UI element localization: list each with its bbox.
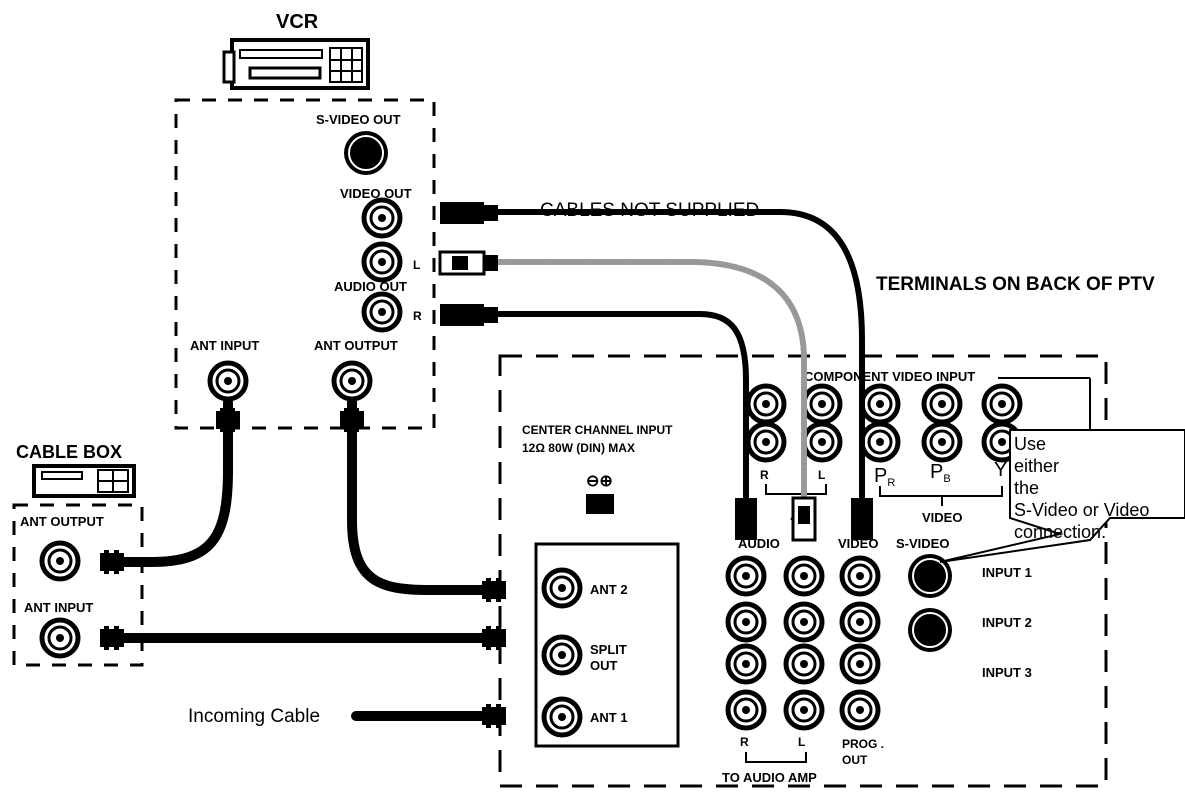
vcr-device-icon bbox=[222, 38, 370, 90]
vcr-audio-l-label: L bbox=[413, 258, 420, 272]
cable-box-ant-input-label: ANT INPUT bbox=[24, 600, 93, 615]
incoming-cable-label: Incoming Cable bbox=[188, 706, 320, 727]
cable-box-ant-input-jack bbox=[42, 620, 78, 656]
vcr-s-video-out-label: S-VIDEO OUT bbox=[316, 112, 401, 127]
ptv-input2-video-jack bbox=[842, 604, 878, 640]
cable-box-ant-output-jack bbox=[42, 543, 78, 579]
ptv-input3-audio-l-jack bbox=[786, 646, 822, 682]
cable-box-ant-output-label: ANT OUTPUT bbox=[20, 514, 104, 529]
ptv-input2-label: INPUT 2 bbox=[982, 615, 1032, 630]
cable-box-device-icon bbox=[32, 464, 136, 498]
ptv-pb-jack bbox=[924, 424, 960, 460]
ptv-out-audio-r-jack bbox=[728, 692, 764, 728]
callout-bubble bbox=[939, 429, 1185, 563]
ptv-input1-audio-r-jack bbox=[728, 558, 764, 594]
ptv-pb-top-jack bbox=[924, 386, 960, 422]
ptv-pr-jack bbox=[862, 424, 898, 460]
ptv-input1-audio-l-jack bbox=[786, 558, 822, 594]
prog-label: PROG . bbox=[842, 737, 884, 751]
ptv-out-audio-l-jack bbox=[786, 692, 822, 728]
ptv-pr-top-jack bbox=[862, 386, 898, 422]
ptv-pr-label: PR bbox=[874, 465, 895, 489]
center-channel-spec: 12Ω 80W (DIN) MAX bbox=[522, 441, 635, 455]
vcr-s-video-out-jack bbox=[343, 130, 389, 176]
prog-out-label: OUT bbox=[842, 753, 868, 767]
callout-line-2: S-Video or Video bbox=[1014, 500, 1150, 520]
ptv-audio-l-top-jack bbox=[804, 386, 840, 422]
vcr-audio-r-label: R bbox=[413, 309, 422, 323]
ptv-pb-label: PB bbox=[930, 461, 951, 485]
ptv-audio-r-top-jack bbox=[748, 386, 784, 422]
ptv-ant1-jack bbox=[544, 699, 580, 735]
ptv-audio-r-jack bbox=[748, 424, 784, 460]
ptv-input1-label: INPUT 1 bbox=[982, 565, 1032, 580]
ptv-input2-audio-r-jack bbox=[728, 604, 764, 640]
cable-box-back-panel bbox=[12, 503, 144, 667]
av-cables bbox=[491, 209, 865, 503]
vcr-ant-input-label: ANT INPUT bbox=[190, 338, 259, 353]
vcr-ant-input-jack bbox=[210, 363, 246, 399]
vcr-title: VCR bbox=[276, 11, 319, 33]
vcr-video-out-label: VIDEO OUT bbox=[340, 186, 412, 201]
coax-cables bbox=[113, 397, 495, 721]
center-channel-input-label: CENTER CHANNEL INPUT bbox=[522, 423, 673, 437]
ptv-prog-out-jack bbox=[842, 692, 878, 728]
component-video-input-label: COMPONENT VIDEO INPUT bbox=[804, 369, 975, 384]
ptv-input2-s-video-jack bbox=[907, 607, 953, 653]
cable-box-title: CABLE BOX bbox=[16, 442, 122, 462]
vcr-back-panel bbox=[174, 98, 436, 430]
speaker-terminal-icon bbox=[586, 494, 614, 514]
ptv-ant1-label: ANT 1 bbox=[590, 710, 628, 725]
ptv-input3-audio-r-jack bbox=[728, 646, 764, 682]
ptv-audio-l-jack bbox=[804, 424, 840, 460]
ptv-bottom-l-label: L bbox=[798, 735, 805, 749]
vcr-audio-l-jack bbox=[364, 244, 400, 280]
vcr-video-out-jack bbox=[364, 200, 400, 236]
ptv-input2-audio-l-jack bbox=[786, 604, 822, 640]
ptv-input1-video-jack bbox=[842, 558, 878, 594]
ptv-bottom-r-label: R bbox=[740, 735, 749, 749]
callout-line-3: connection. bbox=[1014, 522, 1107, 542]
ptv-input3-label: INPUT 3 bbox=[982, 665, 1032, 680]
callout-text: Use either the S-Video or Video connecti… bbox=[1014, 433, 1182, 543]
ptv-video-group-label: VIDEO bbox=[922, 510, 962, 525]
ptv-input3-video-jack bbox=[842, 646, 878, 682]
ptv-r-label: R bbox=[760, 468, 769, 482]
callout-line-1: Use either the bbox=[1014, 434, 1060, 498]
rca-plugs-vcr bbox=[438, 202, 498, 326]
ptv-s-video-column-label: S-VIDEO bbox=[896, 536, 949, 551]
vcr-ant-output-label: ANT OUTPUT bbox=[314, 338, 398, 353]
vcr-audio-r-jack bbox=[364, 294, 400, 330]
ptv-split-label: SPLIT bbox=[590, 642, 627, 657]
polarity-symbols: ⊖⊕ bbox=[586, 473, 613, 490]
ptv-split-out-jack bbox=[544, 637, 580, 673]
ptv-y-label: Y bbox=[994, 459, 1007, 481]
ptv-y-top-jack bbox=[984, 386, 1020, 422]
ptv-out-label: OUT bbox=[590, 658, 618, 673]
vcr-ant-output-jack bbox=[334, 363, 370, 399]
ptv-ant2-jack bbox=[544, 570, 580, 606]
to-audio-amp-label: TO AUDIO AMP bbox=[722, 770, 817, 785]
vcr-audio-out-label: AUDIO OUT bbox=[334, 279, 407, 294]
ptv-l-label: L bbox=[818, 468, 825, 482]
ptv-terminals-title: TERMINALS ON BACK OF PTV bbox=[876, 274, 1155, 295]
ptv-ant2-label: ANT 2 bbox=[590, 582, 628, 597]
rca-plugs-ptv bbox=[735, 496, 873, 542]
